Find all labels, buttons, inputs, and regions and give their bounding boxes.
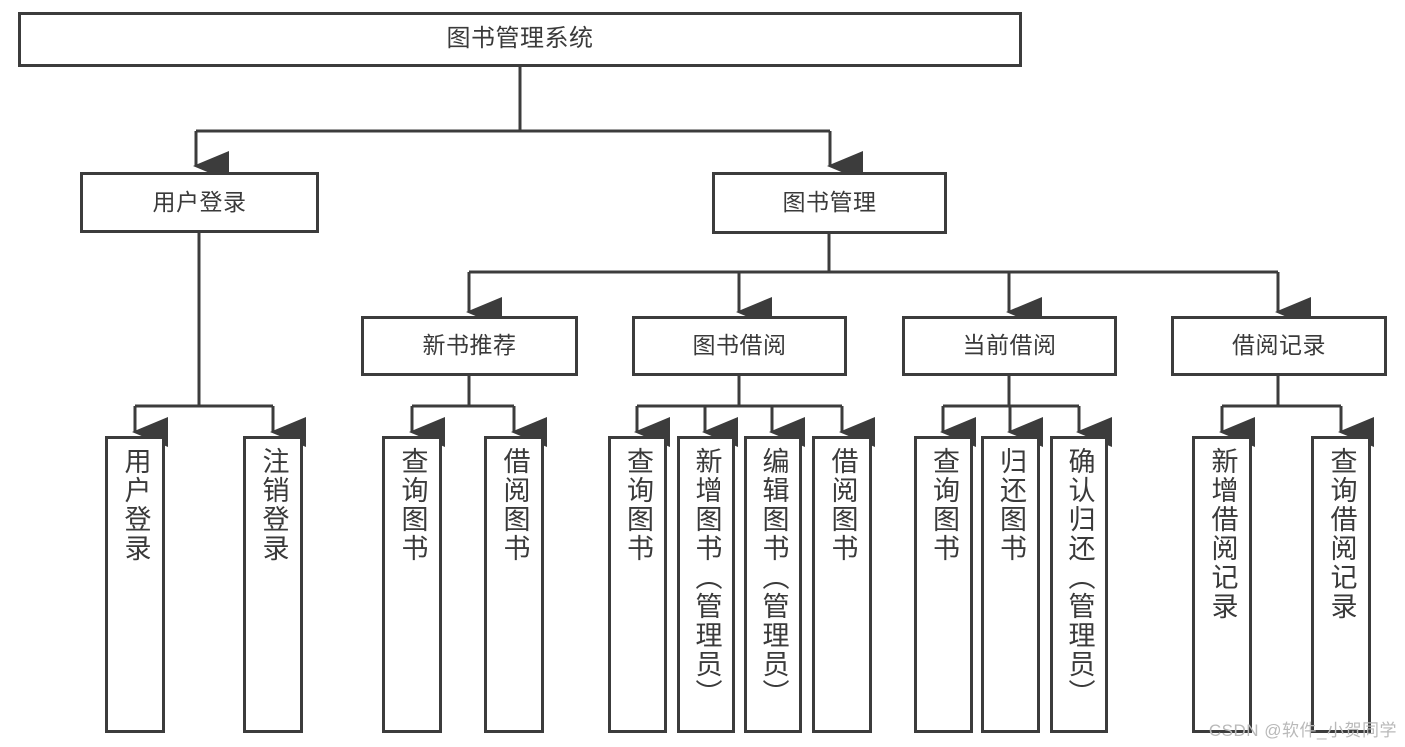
node-label: 图书管理系统 <box>446 25 594 53</box>
leaf-user-login-signout[interactable]: 注销登录 <box>243 436 303 733</box>
node-label: 图书管理 <box>782 189 877 216</box>
node-label: 新增图书（管理员） <box>691 447 722 708</box>
node-label: 当前借阅 <box>962 332 1057 359</box>
leaf-borrow-add-book-admin[interactable]: 新增图书（管理员） <box>677 436 735 733</box>
node-new-book-recommendation[interactable]: 新书推荐 <box>361 316 578 376</box>
node-label: 新书推荐 <box>422 332 517 359</box>
node-label: 查询图书 <box>929 447 959 563</box>
node-user-login[interactable]: 用户登录 <box>80 172 319 233</box>
leaf-borrow-borrow-book[interactable]: 借阅图书 <box>812 436 872 733</box>
leaf-current-query-book[interactable]: 查询图书 <box>914 436 973 733</box>
node-label: 查询图书 <box>397 447 428 563</box>
leaf-borrow-query-book[interactable]: 查询图书 <box>608 436 667 733</box>
node-label: 确认归还（管理员） <box>1064 447 1095 708</box>
leaf-current-confirm-return-admin[interactable]: 确认归还（管理员） <box>1050 436 1108 733</box>
leaf-record-query-record[interactable]: 查询借阅记录 <box>1311 436 1371 733</box>
node-current-borrowing[interactable]: 当前借阅 <box>902 316 1117 376</box>
node-label: 用户登录 <box>120 447 151 563</box>
node-label: 借阅图书 <box>499 447 530 563</box>
leaf-new-book-borrow[interactable]: 借阅图书 <box>484 436 544 733</box>
node-label: 借阅图书 <box>827 447 858 563</box>
node-label: 查询图书 <box>623 447 653 563</box>
node-book-management[interactable]: 图书管理 <box>712 172 947 234</box>
leaf-borrow-edit-book-admin[interactable]: 编辑图书（管理员） <box>744 436 802 733</box>
node-book-borrowing[interactable]: 图书借阅 <box>632 316 847 376</box>
node-label: 图书借阅 <box>692 332 787 359</box>
leaf-user-login-signin[interactable]: 用户登录 <box>105 436 165 733</box>
leaf-record-add-record[interactable]: 新增借阅记录 <box>1192 436 1252 733</box>
node-label: 用户登录 <box>152 188 247 215</box>
leaf-current-return-book[interactable]: 归还图书 <box>981 436 1040 733</box>
node-label: 借阅记录 <box>1232 332 1326 359</box>
node-label: 归还图书 <box>996 447 1026 563</box>
node-label: 注销登录 <box>258 447 289 563</box>
node-label: 查询借阅记录 <box>1326 447 1357 621</box>
node-root-system[interactable]: 图书管理系统 <box>18 12 1022 67</box>
node-borrowing-records[interactable]: 借阅记录 <box>1171 316 1387 376</box>
node-label: 新增借阅记录 <box>1207 447 1238 621</box>
leaf-new-book-query[interactable]: 查询图书 <box>382 436 442 733</box>
node-label: 编辑图书（管理员） <box>758 447 789 708</box>
csdn-watermark: CSDN @软件_小贺同学 <box>1208 721 1397 740</box>
